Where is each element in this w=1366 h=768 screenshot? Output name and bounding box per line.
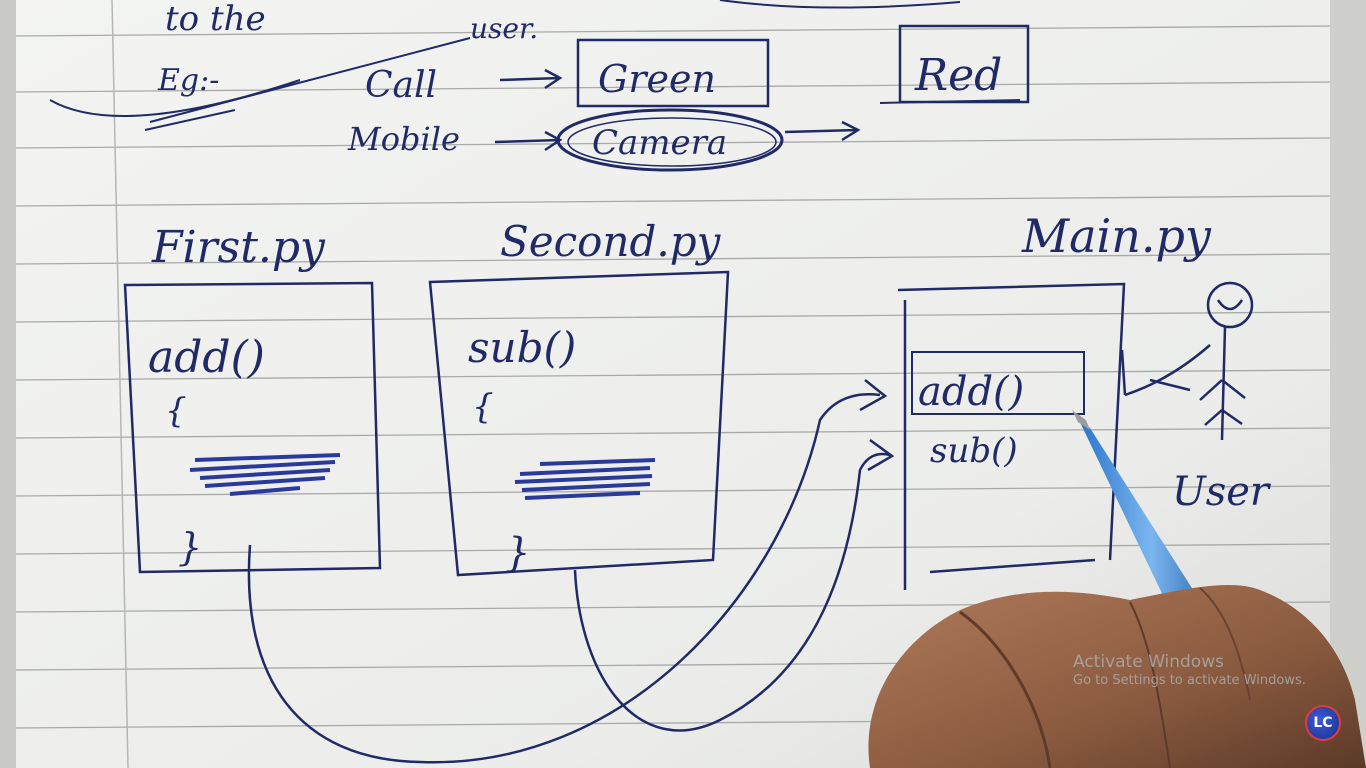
note-red: Red	[914, 50, 1002, 101]
first-py-brace-open: {	[165, 391, 187, 431]
top-oval-fragment	[719, 0, 961, 9]
arrow-camera	[784, 120, 861, 142]
first-py-box: add() { }	[123, 281, 382, 574]
camera-oval	[556, 108, 784, 172]
logo-text: LC	[1313, 715, 1333, 731]
note-mobile: Mobile	[347, 120, 460, 158]
main-func-sub: sub()	[930, 431, 1018, 471]
user-figure	[1120, 281, 1254, 441]
note-eg: Eg:-	[157, 63, 219, 98]
arrow-call	[499, 68, 563, 90]
main-add-box	[911, 351, 1085, 415]
main-py-title: Main.py	[1021, 209, 1212, 263]
right-dark-edge	[1330, 0, 1366, 768]
margin-line	[111, 0, 129, 768]
note-green: Green	[598, 57, 716, 101]
second-py-title: Second.py	[500, 217, 722, 266]
main-py-box: add() sub()	[897, 282, 1126, 590]
second-py-scribble	[514, 458, 656, 500]
import-arrows	[247, 379, 895, 764]
red-underline	[879, 99, 1021, 104]
first-py-func: add()	[148, 332, 265, 383]
channel-logo: LC	[1305, 705, 1341, 741]
first-py-title: First.py	[151, 222, 326, 273]
eg-strike	[49, 37, 471, 131]
green-box	[576, 38, 770, 108]
top-notes: to the user. Eg:- Call Green Red Mobile …	[49, 0, 1030, 172]
first-py-brace-close: }	[178, 525, 202, 569]
second-py-box: sub() { }	[428, 270, 730, 577]
second-py-func: sub()	[468, 323, 576, 372]
first-py-scribble	[189, 453, 341, 496]
arrow-mobile	[494, 130, 563, 152]
left-dark-edge	[0, 0, 16, 768]
note-to-the: to the	[165, 0, 266, 39]
ruled-lines	[15, 25, 1331, 729]
hand	[868, 584, 1366, 768]
second-py-brace-open: {	[472, 387, 494, 427]
note-camera: Camera	[592, 123, 727, 163]
second-py-brace-close: }	[505, 530, 530, 576]
note-user: user.	[470, 12, 538, 45]
note-call: Call	[365, 65, 437, 106]
user-label: User	[1172, 469, 1272, 515]
main-func-add: add()	[918, 369, 1024, 415]
